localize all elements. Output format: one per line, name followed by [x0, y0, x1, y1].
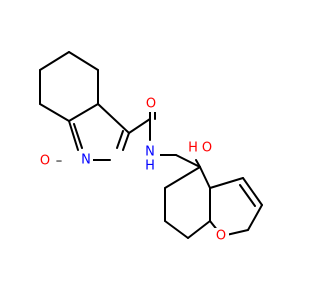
bond	[39, 103, 70, 122]
atom-label-layer: O – N O N H H O O	[40, 96, 229, 244]
label-background	[140, 143, 160, 171]
bond	[199, 166, 211, 189]
label-background	[40, 154, 62, 168]
atom-h-hydroxyl: H	[188, 141, 198, 156]
bond	[116, 130, 124, 149]
atom-o-isoxazole-dash: –	[56, 154, 63, 169]
bond	[164, 220, 189, 239]
atom-hydroxyl: H O	[187, 140, 215, 156]
bond	[73, 123, 83, 149]
atom-furan-oxygen: O	[213, 228, 229, 244]
bond	[164, 166, 201, 189]
atom-h-amide: H	[145, 159, 155, 174]
atom-n-amide: N	[145, 145, 155, 160]
bond	[39, 51, 70, 71]
bond	[175, 154, 201, 168]
bond	[97, 103, 130, 134]
atom-o-furan: O	[216, 229, 226, 244]
bond	[209, 177, 244, 189]
label-background	[213, 228, 229, 244]
bond	[128, 118, 151, 134]
bond	[122, 132, 130, 151]
atom-n-isoxazole: N	[81, 153, 91, 168]
atom-o-isoxazole: O	[40, 154, 50, 169]
bond	[68, 120, 79, 151]
atom-carbonyl-oxygen: O	[143, 96, 159, 112]
atom-o-hydroxyl: O	[202, 141, 212, 156]
bond	[187, 220, 211, 239]
atom-isoxazole-nitrogen: N	[79, 152, 93, 168]
bond	[68, 103, 99, 122]
label-background	[143, 96, 159, 112]
label-background	[79, 152, 93, 168]
atom-o-carbonyl: O	[146, 97, 156, 112]
bond	[247, 204, 263, 231]
bond	[239, 184, 256, 207]
bond	[68, 51, 99, 71]
label-background	[187, 140, 215, 156]
bond	[242, 177, 263, 206]
molecule-structure: O – N O N H H O O	[39, 51, 263, 244]
atom-isoxazole-oxygen: O –	[40, 154, 62, 169]
atom-amide-nitrogen: N H	[140, 143, 160, 174]
bond	[195, 159, 201, 168]
